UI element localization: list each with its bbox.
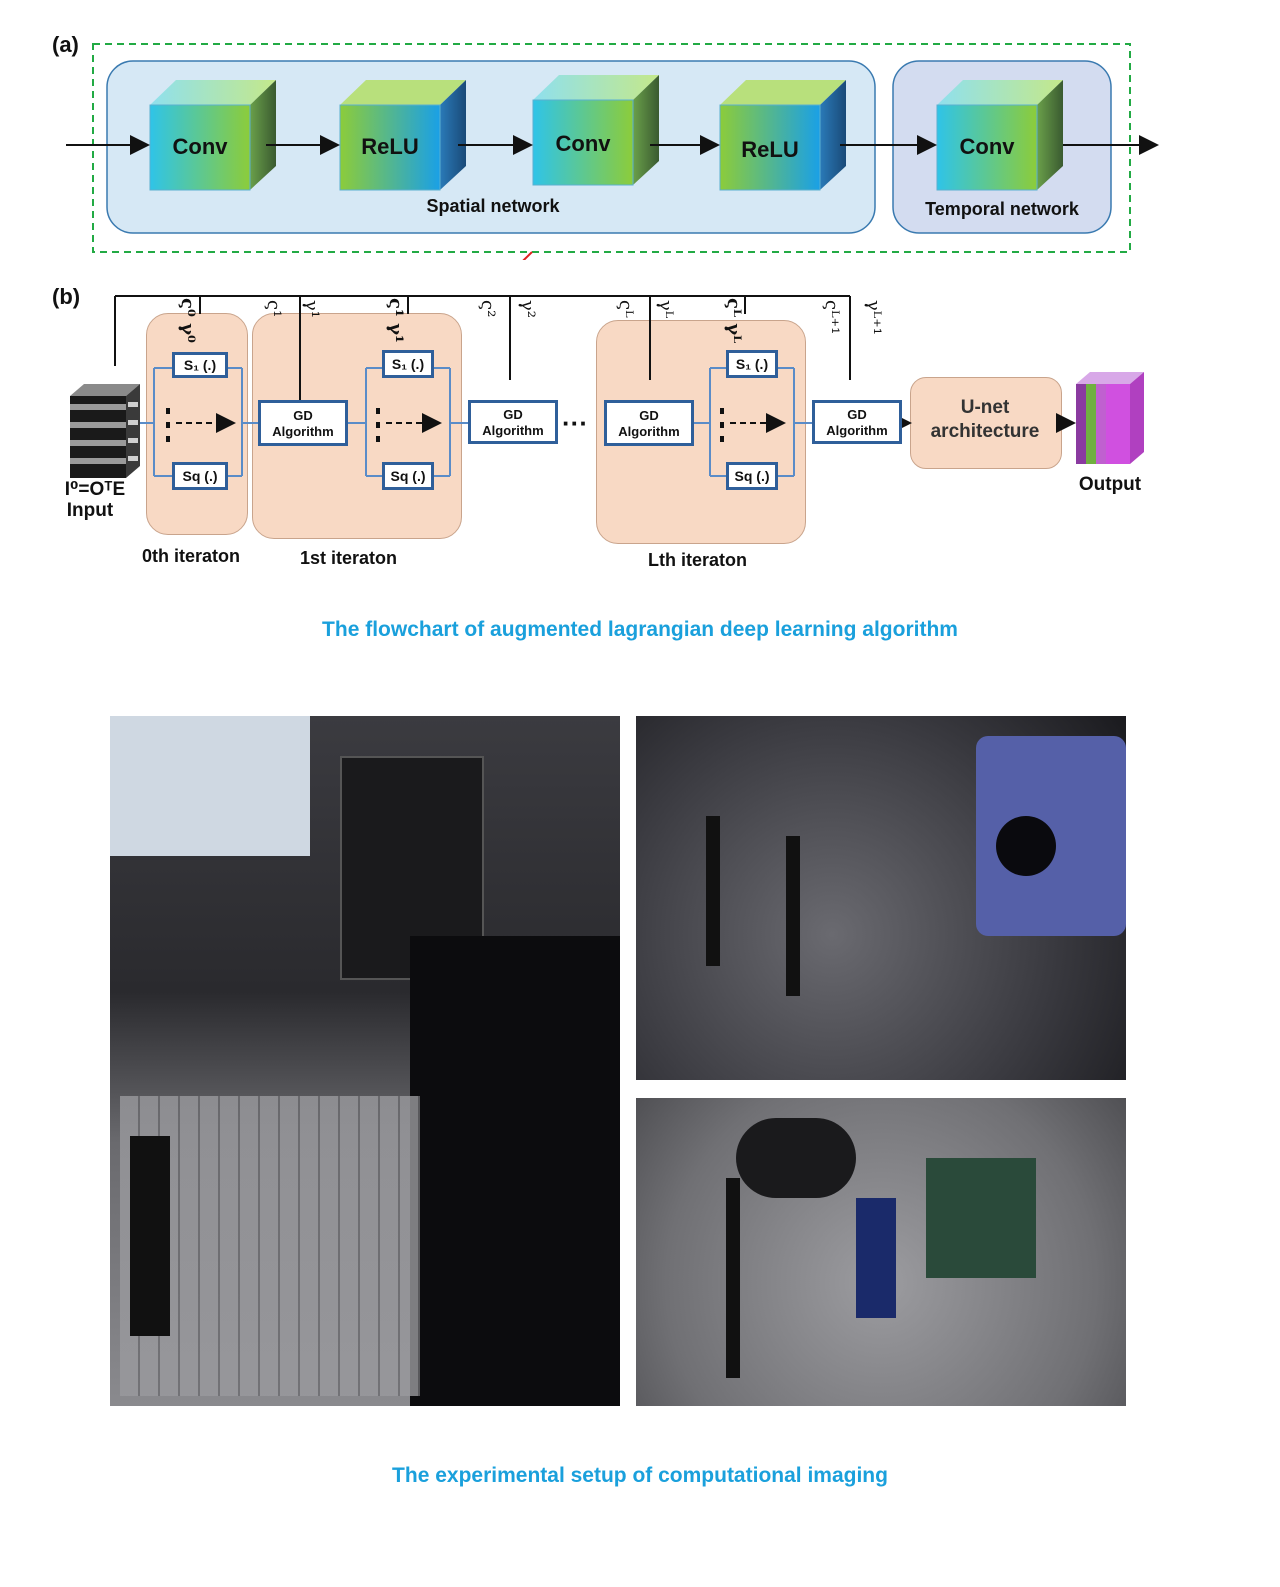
lab-photo-bottom-right — [636, 1098, 1126, 1406]
sq-box-iterL: Sq (.) — [726, 462, 778, 490]
param-10: γᴸ⁺¹ — [863, 300, 884, 335]
iteration-1-label: 1st iteraton — [300, 548, 398, 568]
iteration-L-label: Lth iteraton — [648, 550, 747, 570]
param-6: ςᴸ — [615, 300, 636, 318]
cube-5-label: Conv — [959, 134, 1015, 159]
lab-photo-top-right — [636, 716, 1126, 1080]
gd-box-final: GD Algorithm — [812, 400, 902, 444]
cube-5 — [936, 80, 1063, 191]
param-5: γ² — [517, 300, 538, 318]
gd-box-L: GD Algorithm — [604, 400, 694, 446]
param-1: ς¹ — [263, 300, 284, 318]
ellipsis: ··· — [562, 408, 588, 438]
param-7: γᴸ — [655, 300, 676, 319]
param-8: ςᴸ γᴸ — [723, 298, 744, 344]
input-cube — [70, 384, 140, 478]
link-arrow — [522, 251, 533, 260]
panel-a-diagram — [66, 43, 1159, 260]
cube-2 — [339, 80, 466, 191]
flowchart-caption: The flowchart of augmented lagrangian de… — [322, 618, 958, 641]
iteration-0-label: 0th iteraton — [142, 546, 241, 566]
lab-photo-left — [110, 716, 620, 1406]
gd-box-final-line1: GD — [847, 407, 867, 422]
panel-b-diagram — [114, 295, 1076, 477]
gd-box-2-line1: GD — [503, 407, 523, 422]
cube-3 — [532, 75, 659, 186]
gd-box-1-line1: GD — [293, 408, 313, 423]
gd-box-1: GD Algorithm — [258, 400, 348, 446]
param-4: ς² — [477, 300, 498, 318]
spatial-network-label: Spatial network — [426, 196, 560, 216]
s1-box-iter0: S₁ (.) — [172, 352, 228, 378]
panel-a-label: (a) — [52, 32, 79, 57]
cube-4 — [719, 80, 846, 191]
input-label-formula: I⁰=OᵀE — [64, 479, 126, 500]
cube-1-label: Conv — [172, 134, 228, 159]
gd-box-L-line1: GD — [639, 408, 659, 423]
param-2: γ¹ — [301, 300, 322, 318]
cube-2-label: ReLU — [361, 134, 419, 159]
param-0: ς⁰ γ⁰ — [177, 298, 198, 343]
gd-box-2-line2: Algorithm — [482, 423, 544, 438]
sq-box-iter1: Sq (.) — [382, 462, 434, 490]
input-label: Input — [66, 500, 114, 521]
gd-box-L-line2: Algorithm — [618, 424, 680, 439]
gd-box-final-line2: Algorithm — [826, 423, 888, 438]
param-3: ς¹ γ¹ — [385, 298, 406, 343]
unet-block — [910, 377, 1062, 469]
unet-label: U-net architecture — [910, 396, 1060, 444]
cube-4-label: ReLU — [741, 137, 799, 162]
unet-line1: U-net — [960, 397, 1010, 418]
temporal-network-label: Temporal network — [925, 199, 1079, 219]
setup-caption: The experimental setup of computational … — [392, 1464, 888, 1487]
cube-1 — [149, 80, 276, 191]
sq-box-iter0: Sq (.) — [172, 462, 228, 490]
output-label: Output — [1078, 474, 1142, 495]
s1-box-iterL: S₁ (.) — [726, 350, 778, 378]
outer-dashed-frame — [92, 43, 1131, 253]
cube-3-label: Conv — [555, 131, 611, 156]
output-cube — [1076, 372, 1144, 464]
gd-box-1-line2: Algorithm — [272, 424, 334, 439]
gd-box-2: GD Algorithm — [468, 400, 558, 444]
spatial-network-box — [106, 60, 876, 234]
param-9: ςᴸ⁺¹ — [821, 300, 842, 335]
unet-line2: architecture — [930, 421, 1040, 442]
s1-box-iter1: S₁ (.) — [382, 350, 434, 378]
panel-b-label: (b) — [52, 284, 81, 309]
